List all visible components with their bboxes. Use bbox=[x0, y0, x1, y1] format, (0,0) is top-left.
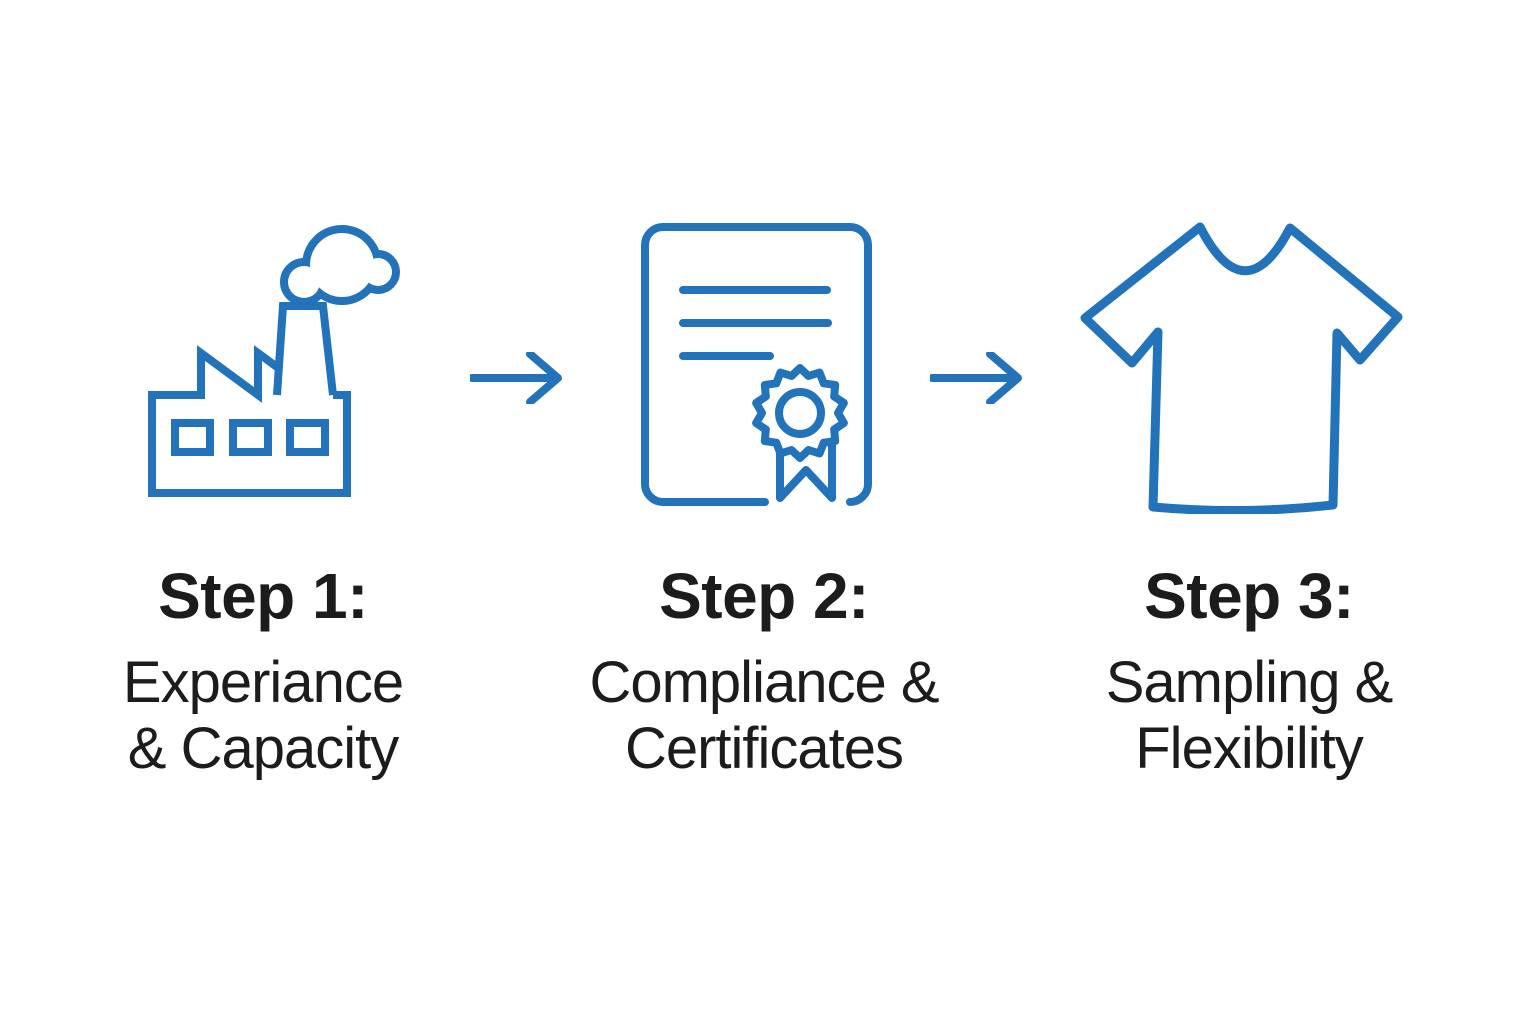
factory-icon bbox=[148, 225, 400, 497]
step-subtitle-line1: Sampling & bbox=[1105, 650, 1394, 715]
step-subtitle-line2: & Capacity bbox=[127, 716, 399, 781]
tshirt-icon bbox=[1080, 222, 1403, 514]
step-subtitle-line1: Compliance & bbox=[589, 650, 939, 715]
certificate-icon bbox=[641, 223, 872, 506]
step-heading: Step 2: bbox=[659, 560, 869, 632]
arrow-right-icon bbox=[930, 352, 1022, 404]
step-subtitle: Experiance & Capacity bbox=[43, 650, 483, 782]
step-column-1: Step 1: Experiance & Capacity bbox=[43, 556, 483, 782]
step-subtitle-line2: Certificates bbox=[624, 716, 904, 781]
arrow-right-icon bbox=[470, 352, 562, 404]
step-heading: Step 3: bbox=[1144, 560, 1354, 632]
step-subtitle: Compliance & Certificates bbox=[544, 650, 984, 782]
step-subtitle-line2: Flexibility bbox=[1135, 716, 1364, 781]
step-subtitle: Sampling & Flexibility bbox=[1029, 650, 1469, 782]
step-column-3: Step 3: Sampling & Flexibility bbox=[1029, 556, 1469, 782]
step-heading: Step 1: bbox=[158, 560, 368, 632]
step-subtitle-line1: Experiance bbox=[122, 650, 404, 715]
step-column-2: Step 2: Compliance & Certificates bbox=[544, 556, 984, 782]
